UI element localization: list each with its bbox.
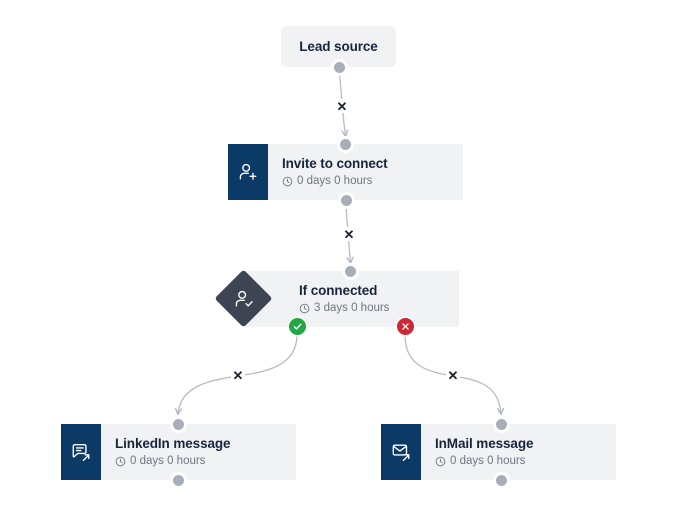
node-invite-body: Invite to connect 0 days 0 hours — [268, 144, 463, 200]
clock-icon — [282, 176, 293, 187]
node-inmail-delay: 0 days 0 hours — [435, 454, 616, 469]
person-check-icon — [223, 278, 264, 319]
node-if-connected-title: If connected — [299, 283, 378, 298]
port-inmail-input[interactable] — [493, 416, 510, 433]
chat-bubble-arrow-icon — [61, 424, 101, 480]
clock-icon — [115, 456, 126, 467]
branch-badge-no[interactable] — [397, 318, 414, 335]
node-invite-to-connect[interactable]: Invite to connect 0 days 0 hours — [228, 144, 463, 200]
port-inmail-output[interactable] — [493, 472, 510, 489]
node-if-connected[interactable]: If connected 3 days 0 hours — [214, 269, 459, 328]
node-if-connected-delay-text: 3 days 0 hours — [314, 302, 390, 314]
node-linkedin-body: LinkedIn message 0 days 0 hours — [101, 424, 296, 480]
node-invite-delay: 0 days 0 hours — [282, 174, 463, 189]
node-linkedin-delay-text: 0 days 0 hours — [130, 455, 206, 467]
edge-delete-if-yes-to-linkedin[interactable]: ✕ — [231, 367, 245, 383]
branch-badge-yes[interactable] — [289, 318, 306, 335]
clock-icon — [435, 456, 446, 467]
check-circle-icon — [292, 321, 303, 332]
port-if-connected-input[interactable] — [342, 263, 359, 280]
edge-delete-if-no-to-inmail[interactable]: ✕ — [446, 367, 460, 383]
node-invite-title: Invite to connect — [282, 156, 388, 171]
port-lead-source-output[interactable] — [331, 59, 348, 76]
node-linkedin-delay: 0 days 0 hours — [115, 454, 296, 469]
clock-icon — [299, 303, 310, 314]
node-inmail-body: InMail message 0 days 0 hours — [421, 424, 616, 480]
node-linkedin-message[interactable]: LinkedIn message 0 days 0 hours — [61, 424, 296, 480]
person-add-icon — [228, 144, 268, 200]
node-if-connected-delay: 3 days 0 hours — [299, 301, 459, 316]
node-inmail-delay-text: 0 days 0 hours — [450, 455, 526, 467]
node-inmail-message[interactable]: InMail message 0 days 0 hours — [381, 424, 616, 480]
edge-delete-invite-to-if[interactable]: ✕ — [342, 226, 356, 242]
edge-delete-lead-to-invite[interactable]: ✕ — [335, 98, 349, 114]
port-linkedin-output[interactable] — [170, 472, 187, 489]
node-invite-delay-text: 0 days 0 hours — [297, 175, 373, 187]
port-invite-input[interactable] — [337, 136, 354, 153]
port-invite-output[interactable] — [338, 192, 355, 209]
node-linkedin-title: LinkedIn message — [115, 436, 231, 451]
envelope-arrow-icon — [381, 424, 421, 480]
port-linkedin-input[interactable] — [170, 416, 187, 433]
lead-source-label: Lead source — [299, 39, 378, 54]
node-if-connected-card: If connected 3 days 0 hours — [244, 271, 459, 327]
x-circle-icon — [400, 321, 411, 332]
node-inmail-title: InMail message — [435, 436, 534, 451]
